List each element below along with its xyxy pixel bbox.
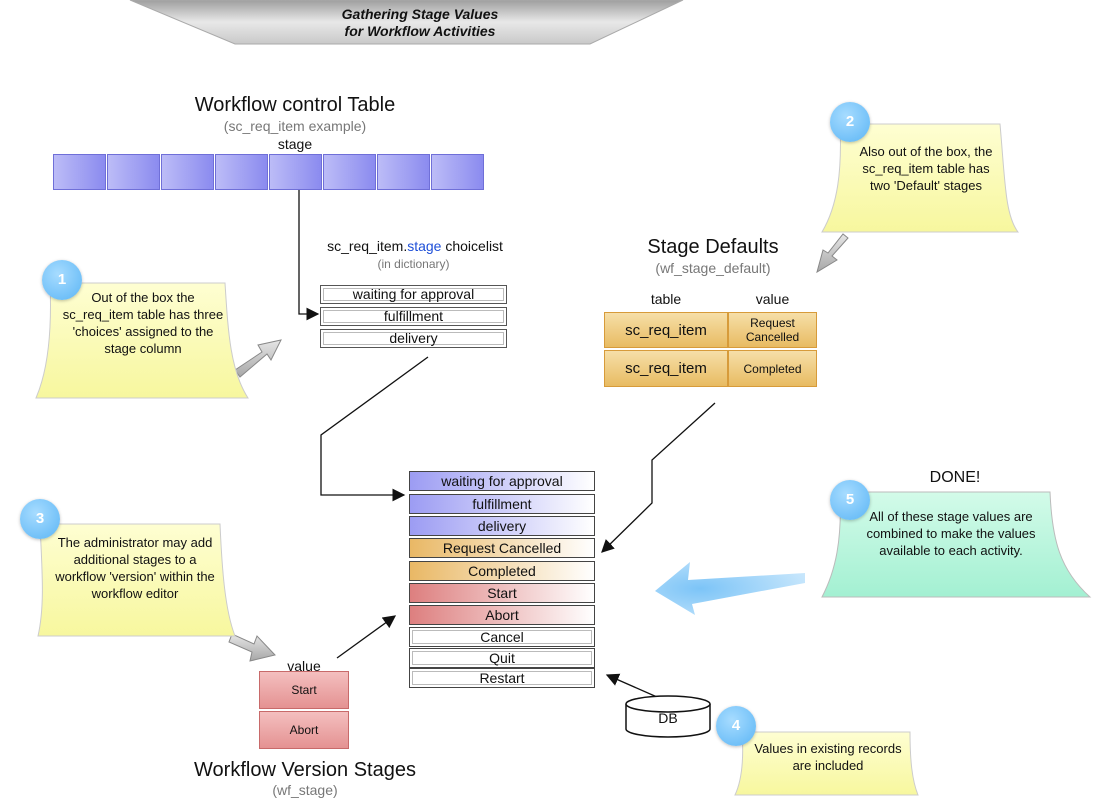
combined-stage-item: Quit: [409, 648, 595, 668]
callout-arrow-3: [228, 633, 276, 662]
stage-defaults-value-cell: Request Cancelled: [728, 312, 817, 348]
control-table-cell: [215, 154, 268, 190]
note-4-shape: [734, 731, 919, 796]
choicelist-title-suffix: choicelist: [441, 238, 503, 254]
combined-stage-item: delivery: [409, 516, 595, 536]
control-table-cell: [269, 154, 322, 190]
title-banner: [129, 0, 684, 45]
note-2-text: Also out of the box, the sc_req_item tab…: [859, 144, 993, 193]
control-table-cell: [53, 154, 106, 190]
choicelist-subtitle: (in dictionary): [377, 257, 450, 271]
control-table-cell: [323, 154, 376, 190]
big-blue-arrow: [655, 562, 805, 615]
version-stage-cell: Start: [259, 671, 349, 709]
callout-arrow-2: [816, 233, 849, 274]
version-stages-col-label: value: [287, 658, 321, 674]
db-cylinder: [625, 695, 711, 738]
choicelist-item: fulfillment: [320, 307, 507, 326]
combined-stage-item: Start: [409, 583, 595, 603]
note-1-text: Out of the box the sc_req_item table has…: [62, 290, 224, 356]
banner-title-line2: for Workflow Activities: [344, 23, 496, 39]
note-4-number-badge: 4: [716, 706, 756, 746]
control-table-column-label: stage: [277, 136, 313, 152]
version-stages-title: Workflow Version Stages: [194, 759, 416, 781]
callout-arrow-1: [234, 339, 282, 378]
combined-stage-item: fulfillment: [409, 494, 595, 514]
banner-title-line1: Gathering Stage Values: [341, 6, 499, 22]
note-1-shape: [35, 282, 249, 399]
combined-stage-item: Request Cancelled: [409, 538, 595, 558]
control-table-title: Workflow control Table: [194, 94, 396, 116]
note-1-number-badge: 1: [42, 260, 82, 300]
control-table-cell: [377, 154, 430, 190]
stage-defaults-title: Stage Defaults: [647, 236, 779, 258]
connector-choicelist-to-combined: [320, 356, 429, 502]
note-4-text: Values in existing records are included: [754, 741, 902, 773]
combined-stage-item: Restart: [409, 668, 595, 688]
choicelist-title: sc_req_item.stage choicelist: [290, 238, 540, 254]
version-stage-cell: Abort: [259, 711, 349, 749]
note-3-shape: [37, 523, 236, 637]
note-3-number-badge: 3: [20, 499, 60, 539]
choicelist-title-prefix: sc_req_item.: [327, 238, 408, 254]
connector-version-to-combined: [336, 615, 397, 659]
connector-db-to-combined: [605, 673, 658, 698]
combined-stage-item: Completed: [409, 561, 595, 581]
control-table-cell: [161, 154, 214, 190]
note-2-shape: [821, 123, 1020, 233]
stage-defaults-table-cell: sc_req_item: [604, 350, 728, 387]
stage-defaults-value-cell: Completed: [728, 350, 817, 387]
note-2-number-badge: 2: [830, 102, 870, 142]
stage-defaults-table-cell: sc_req_item: [604, 312, 728, 348]
connector-control-to-choicelist: [298, 190, 320, 321]
stage-defaults-col-table: table: [650, 291, 682, 307]
connector-defaults-to-combined: [601, 402, 716, 553]
choicelist-title-field: stage: [407, 238, 442, 254]
choicelist-item: waiting for approval: [320, 285, 507, 304]
control-table-cell: [107, 154, 160, 190]
stage-defaults-col-value: value: [755, 291, 790, 307]
db-label: DB: [658, 710, 678, 726]
version-stages-subtitle: (wf_stage): [272, 782, 338, 798]
control-table-subtitle: (sc_req_item example): [223, 118, 367, 134]
note-3-text: The administrator may add additional sta…: [55, 535, 215, 601]
combined-stage-item: waiting for approval: [409, 471, 595, 491]
done-label: DONE!: [929, 469, 981, 486]
note-5-shape: [821, 491, 1092, 598]
control-table-cell: [431, 154, 484, 190]
note-5-number-badge: 5: [830, 480, 870, 520]
combined-stage-item: Abort: [409, 605, 595, 625]
stage-defaults-subtitle: (wf_stage_default): [655, 260, 771, 276]
choicelist-item: delivery: [320, 329, 507, 348]
combined-stage-item: Cancel: [409, 627, 595, 647]
note-5-text: All of these stage values are combined t…: [866, 509, 1036, 558]
